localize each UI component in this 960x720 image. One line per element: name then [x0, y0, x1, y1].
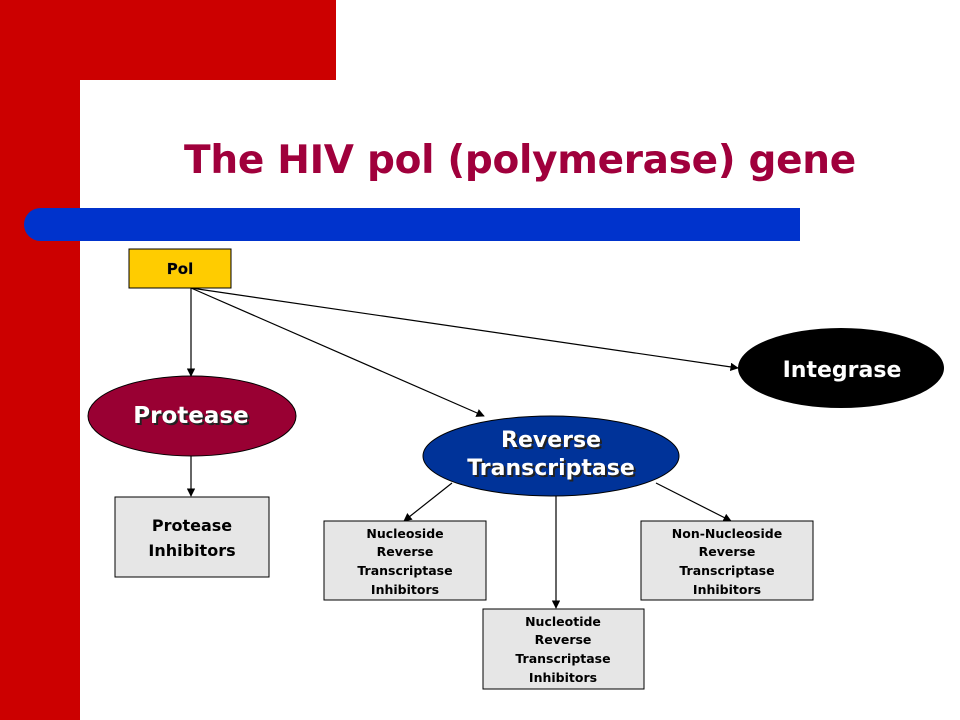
edge-rt-nrti: [403, 482, 453, 522]
rt-line2: Transcriptase: [467, 456, 635, 481]
red-top-bar: [0, 0, 336, 80]
protease-node: Protease Protease: [87, 375, 297, 457]
rt-line2-shadow: Transcriptase: [469, 458, 637, 483]
pi-line1: Protease: [152, 516, 232, 535]
pol-node: Pol: [128, 248, 232, 289]
edge-pol-reverse-transcriptase: [190, 287, 485, 417]
nnrti-line2: Reverse: [699, 544, 756, 559]
rt-line1: Reverse: [501, 428, 601, 453]
reverse-transcriptase-node: Reverse Reverse Transcriptase Transcript…: [422, 415, 680, 497]
pol-label: Pol: [167, 260, 193, 278]
connectors: [186, 287, 739, 609]
ntrti-line1: Nucleotide: [525, 614, 601, 629]
integrase-node: Integrase: [738, 328, 944, 408]
title-rule: [24, 208, 800, 241]
ntrti-line4: Inhibitors: [529, 670, 597, 685]
edge-rt-nnrti: [655, 482, 732, 522]
nrti-line3: Transcriptase: [357, 563, 452, 578]
protease-label: Protease: [133, 403, 248, 429]
pi-line2: Inhibitors: [148, 541, 235, 560]
nnrti-node: Non-Nucleoside Reverse Transcriptase Inh…: [640, 520, 814, 601]
nrti-line2: Reverse: [377, 544, 434, 559]
red-side-bar: [0, 0, 80, 720]
ntrti-line3: Transcriptase: [515, 651, 610, 666]
ntrti-line2: Reverse: [535, 632, 592, 647]
nrti-line4: Inhibitors: [371, 582, 439, 597]
nnrti-line3: Transcriptase: [679, 563, 774, 578]
nnrti-line4: Inhibitors: [693, 582, 761, 597]
protease-inhibitors-node: Protease Inhibitors: [114, 496, 270, 578]
rt-line1-shadow: Reverse: [503, 430, 603, 455]
nrti-node: Nucleoside Reverse Transcriptase Inhibit…: [323, 520, 487, 601]
edge-pol-integrase: [190, 287, 739, 372]
nnrti-line1: Non-Nucleoside: [672, 526, 782, 541]
integrase-label: Integrase: [783, 358, 902, 383]
nrti-line1: Nucleoside: [366, 526, 443, 541]
ntrti-node: Nucleotide Reverse Transcriptase Inhibit…: [482, 608, 645, 690]
slide-title: The HIV pol (polymerase) gene: [184, 138, 856, 183]
protease-label-shadow: Protease: [135, 405, 250, 431]
